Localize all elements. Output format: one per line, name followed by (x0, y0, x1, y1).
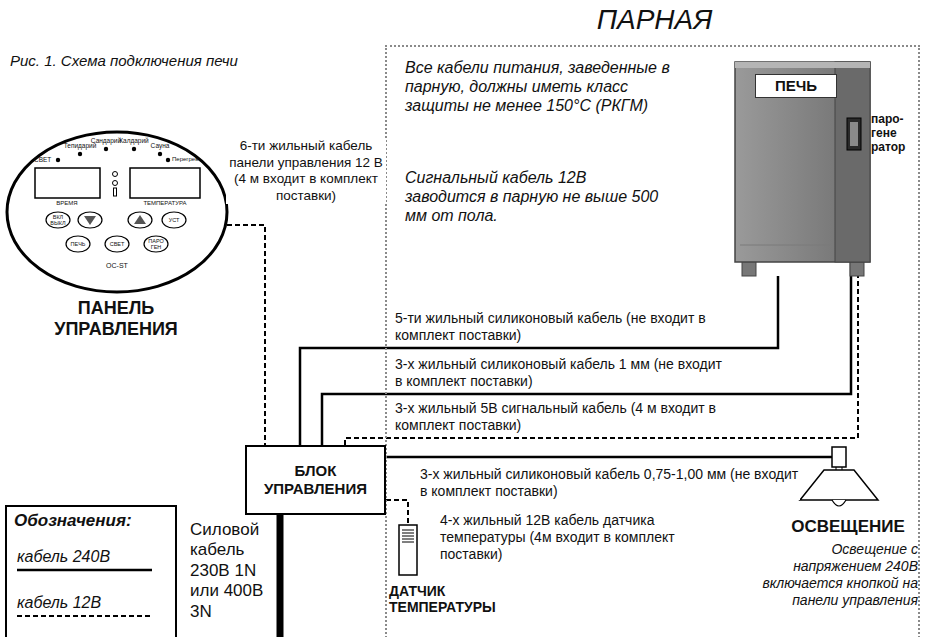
sensor-drawing (399, 525, 417, 575)
power-cable (277, 515, 284, 637)
indicator-label: Перегрев (172, 156, 198, 163)
stove-label: ПЕЧЬ (755, 74, 837, 98)
indicator-label: СВЕТ (34, 156, 51, 164)
button-label: ПЕЧЬ (67, 241, 89, 248)
power-cable-240 (386, 456, 805, 459)
safety-note: Все кабели питания, заведенные в парную,… (405, 58, 670, 116)
lamp-drawing (800, 447, 878, 506)
button-label: ПАРО ГЕН (145, 238, 167, 250)
region-heading: ПАРНАЯ (387, 3, 922, 37)
signal-cable (386, 500, 408, 525)
sensor-stripe (402, 542, 414, 543)
panel-heading: ПАНЕЛЬ УПРАВЛЕНИЯ (31, 298, 201, 340)
stove-drawing (735, 62, 870, 276)
cable-label: 3-х жильный силиконовый кабель 1 мм (не … (395, 356, 725, 390)
temperature-sensor: ДАТЧИК ТЕМПЕРАТУРЫ (399, 525, 417, 575)
legend-sample-line (17, 569, 152, 572)
cable-label: 5-ти жильный силиконовый кабель (не вход… (395, 310, 725, 344)
control-unit: БЛОК УПРАВЛЕНИЯ (245, 445, 386, 515)
indicator-label: Сандарий (87, 137, 125, 145)
lighting-heading: ОСВЕЩЕНИЕ (783, 517, 913, 537)
lighting-note: Освещение с напряжением 240В включается … (740, 541, 918, 609)
sensor-stripe (402, 533, 414, 534)
sensor-stripe (402, 536, 414, 537)
legend-heading: Обозначения: (14, 511, 132, 531)
stove: ПЕЧЬ (735, 62, 870, 276)
indicator-label: Тепидарий (59, 142, 101, 150)
power-cable-label: Силовой кабель 230В 1N или 400В 3N (190, 520, 268, 622)
display-label: ВРЕМЯ (47, 200, 87, 207)
legend-entry: кабель 240В (17, 547, 167, 574)
steam-room-region: ПАРНАЯПЕЧЬпаро- гене раторДАТЧИК ТЕМПЕРА… (385, 45, 920, 637)
signal-cable (227, 225, 265, 445)
legend-sample (17, 566, 157, 574)
legend-box: кабель 240В кабель 12В (5, 505, 177, 637)
indicator-label: Калдарий (115, 137, 153, 145)
steam-generator-label: паро- гене ратор (871, 112, 915, 154)
lighting: ОСВЕЩЕНИЕОсвещение с напряжением 240В вк… (805, 445, 875, 505)
button-label: ВКЛ ВЫКЛ (47, 214, 69, 226)
sensor-stripe (402, 539, 414, 540)
control-panel-drawing (7, 132, 227, 292)
display-label: ТЕМПЕРАТУРА (135, 200, 195, 207)
indicator-label: Сауна (145, 142, 175, 150)
cable-label: 3-х жильный 5В сигнальный кабель (4 м вх… (395, 400, 735, 434)
cable-label: 6-ти жильный кабель панели управления 12… (226, 138, 386, 204)
model-label: OC-ST (97, 262, 137, 270)
legend-text: кабель 12В (17, 593, 167, 612)
control-panel: ПАНЕЛЬ УПРАВЛЕНИЯ (5, 130, 227, 294)
button-label: СВЕТ (106, 241, 128, 248)
sensor-heading: ДАТЧИК ТЕМПЕРАТУРЫ (389, 583, 519, 615)
steam-generator-drawing (847, 118, 861, 150)
button-label: УСТ (163, 217, 185, 224)
legend-sample (17, 612, 157, 620)
sensor-stripe (402, 530, 414, 531)
cable-label: 3-х жильный силиконовый кабель 0,75-1,00… (420, 466, 800, 500)
figure-title: Рис. 1. Схема подключения печи (10, 52, 238, 70)
legend-sample-line (17, 615, 152, 617)
power-cable-240 (300, 276, 778, 445)
control-unit-label: БЛОК УПРАВЛЕНИЯ (247, 462, 384, 498)
legend-text: кабель 240В (17, 547, 167, 566)
steam-generator: паро- гене ратор (847, 118, 861, 150)
legend-entry: кабель 12В (17, 593, 167, 620)
signal-cable-note: Сигнальный кабель 12В заводится в парную… (405, 168, 660, 226)
cable-label: 4-х жильный 12В кабель датчика температу… (440, 512, 710, 563)
